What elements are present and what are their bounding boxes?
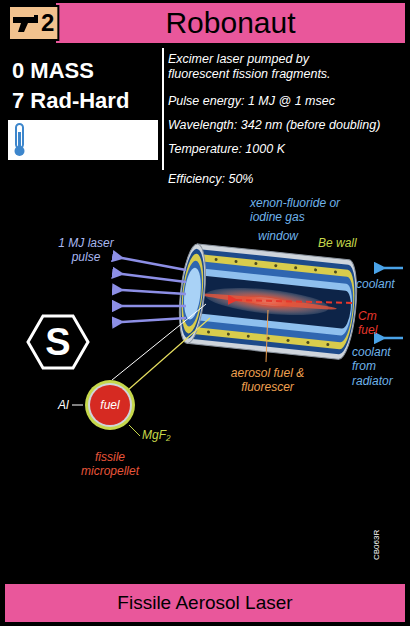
mgf2-leader (129, 425, 140, 436)
raygun-symbol (13, 15, 38, 32)
aerosol-leader (266, 310, 268, 362)
window-layer (190, 268, 355, 336)
divider-line (162, 48, 164, 170)
spec-line: Temperature: 1000 K (168, 142, 285, 157)
fuel-core (90, 385, 130, 425)
thermometer-icon (15, 124, 25, 156)
spec-line: Wavelength: 342 nm (before doubling) (168, 118, 380, 133)
fuel-feed-line (236, 300, 352, 303)
part-label: coolant (356, 277, 395, 291)
spec-line: Efficiency: 50% (168, 172, 253, 187)
laser-cylinder (175, 243, 360, 361)
layer-label: MgF₂ (142, 428, 171, 442)
spectral-hexagon: S (26, 310, 90, 374)
footer-bar (5, 584, 405, 622)
gas-volume (190, 275, 352, 329)
coolant-layer (188, 249, 360, 356)
card-title: Robonaut (56, 3, 405, 43)
part-label: xenon-fluoride or iodine gas (250, 196, 375, 225)
laser-pulse-arrows (122, 258, 186, 322)
pellet-leader (128, 318, 210, 390)
part-label: window (258, 229, 298, 243)
hexagon-outline (28, 316, 88, 368)
description-text: Excimer laser pumped by fluorescent fiss… (168, 52, 373, 82)
rad-hard-stat: 7 Rad-Hard (12, 88, 129, 114)
card-caption: Fissile Aerosol Laser (5, 584, 405, 622)
spec-line: Pulse energy: 1 MJ @ 1 msec (168, 94, 335, 109)
part-label: Cm fuel (358, 309, 392, 338)
fuel-pellet: fuel (84, 379, 136, 431)
outer-shell (187, 244, 361, 361)
heat-box (8, 120, 158, 160)
thermometer-stem (16, 124, 23, 148)
thermometer-fluid (18, 132, 21, 148)
al-shell (88, 383, 132, 427)
part-label: coolant from radiator (352, 345, 406, 388)
al-leader (72, 405, 83, 406)
mass-stat: 0 MASS (12, 58, 94, 84)
be-wall (188, 254, 357, 350)
layer-label: Al (58, 398, 69, 412)
part-label: Be wall (318, 236, 357, 250)
output-label: 1 MJ laser pulse (58, 236, 114, 265)
spectral-type-letter: S (45, 321, 70, 364)
pellet-leader (112, 304, 206, 380)
part-label: fissile micropellet (72, 450, 148, 479)
icon-box (9, 6, 58, 40)
weapon-thrust-number: 2 (41, 9, 54, 37)
part-label: aerosol fuel & fluorescer (210, 366, 325, 395)
pellet-label: fuel (100, 398, 119, 412)
inner-layer (189, 261, 356, 343)
mgf2-coating (85, 380, 135, 430)
weapon-icon-box: 2 (8, 5, 59, 41)
card-code: CB063R (372, 530, 382, 560)
header-bar (56, 3, 405, 43)
